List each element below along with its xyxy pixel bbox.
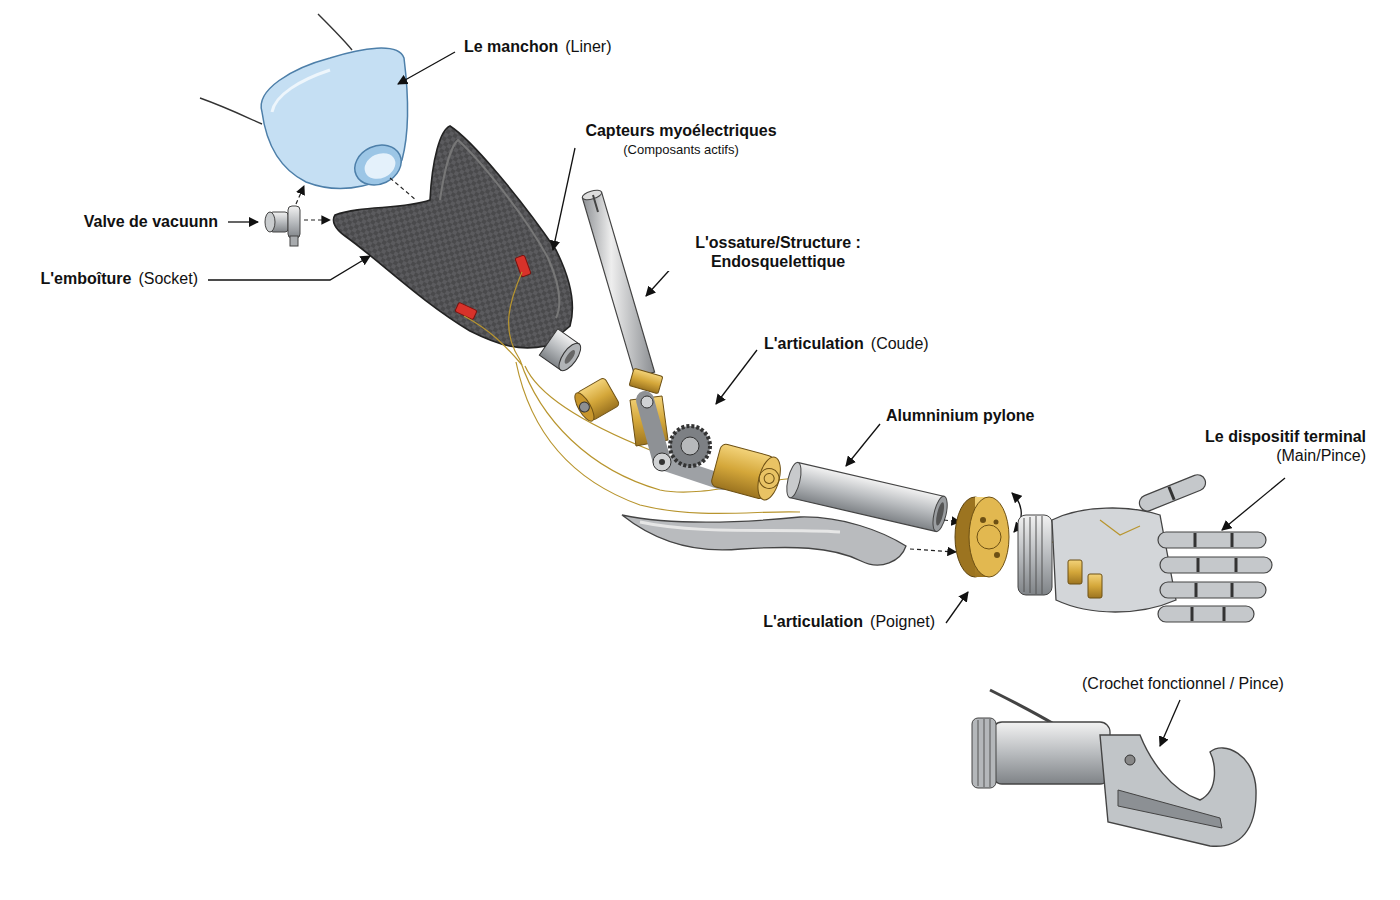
- leader-line: [846, 424, 880, 466]
- label-line: (Crochet fonctionnel / Pince): [1080, 674, 1286, 693]
- label-line: Le manchon(Liner): [462, 37, 613, 56]
- label-line: L'emboîture(Socket): [39, 269, 201, 288]
- label-line: Capteurs myoélectriques: [583, 121, 778, 140]
- part-label: (Coude): [869, 334, 931, 353]
- hook-terminal: [972, 690, 1256, 846]
- assembly-line: [304, 219, 330, 220]
- label-group: Le dispositif terminal(Main/Pince): [1203, 427, 1368, 465]
- part-label: (Main/Pince): [1274, 446, 1368, 465]
- leader-line: [716, 350, 757, 404]
- vacuum-valve: [265, 206, 300, 246]
- part-label: Le dispositif terminal: [1203, 427, 1368, 446]
- leader-line: [1160, 700, 1180, 746]
- leader-line: [1222, 478, 1285, 530]
- label-line: Le dispositif terminal: [1203, 427, 1368, 446]
- part-label: L'emboîture: [39, 269, 134, 288]
- leader-line: [946, 592, 968, 623]
- label-group: Le manchon(Liner): [462, 37, 613, 56]
- assembly-line: [390, 178, 416, 200]
- part-label: L'ossature/Structure : Endosquelettique: [658, 233, 898, 271]
- part-label: (Liner): [563, 37, 613, 56]
- rod-collar: [629, 368, 663, 394]
- label-line: (Composants actifs): [583, 140, 778, 158]
- label-group: L'articulation(Poignet): [761, 612, 937, 631]
- endoskeletal-rod: [581, 188, 654, 377]
- part-label: (Poignet): [868, 612, 937, 631]
- sensor-wires: [464, 272, 1160, 548]
- label-group: L'ossature/Structure : Endosquelettique: [658, 233, 898, 271]
- forearm-shell: [622, 515, 906, 565]
- assembly-line: [296, 186, 304, 204]
- leader-line: [553, 148, 575, 250]
- part-label: (Crochet fonctionnel / Pince): [1080, 674, 1286, 693]
- leader-line: [208, 256, 370, 280]
- aluminium-pylon: [784, 461, 950, 533]
- label-group: L'emboîture(Socket): [39, 269, 201, 288]
- wrist-joint: [955, 497, 1009, 577]
- leader-line: [228, 221, 258, 222]
- socket: [333, 126, 584, 374]
- label-line: L'articulation(Poignet): [761, 612, 937, 631]
- label-line: (Main/Pince): [1203, 446, 1368, 465]
- prosthetic-hand: [1018, 472, 1272, 622]
- part-label: Le manchon: [462, 37, 560, 56]
- label-line: Valve de vacuunn: [82, 212, 220, 231]
- liner: [261, 48, 408, 192]
- part-label: Alumninium pylone: [884, 406, 1036, 425]
- part-label: (Composants actifs): [621, 142, 741, 158]
- assembly-line: [910, 549, 956, 552]
- label-group: Valve de vacuunn: [82, 212, 220, 231]
- label-line: L'articulation(Coude): [762, 334, 931, 353]
- part-label: (Socket): [136, 269, 200, 288]
- part-label: L'articulation: [761, 612, 865, 631]
- label-group: (Crochet fonctionnel / Pince): [1080, 674, 1286, 693]
- label-group: Alumninium pylone: [884, 406, 1036, 425]
- label-group: L'articulation(Coude): [762, 334, 931, 353]
- leader-line: [398, 52, 455, 84]
- part-label: L'articulation: [762, 334, 866, 353]
- elbow-joint: [571, 377, 784, 502]
- label-line: Alumninium pylone: [884, 406, 1036, 425]
- part-label: Valve de vacuunn: [82, 212, 220, 231]
- label-group: Capteurs myoélectriques (Composants actif…: [583, 121, 778, 158]
- part-label: Capteurs myoélectriques: [583, 121, 778, 140]
- label-line: L'ossature/Structure : Endosquelettique: [658, 233, 898, 271]
